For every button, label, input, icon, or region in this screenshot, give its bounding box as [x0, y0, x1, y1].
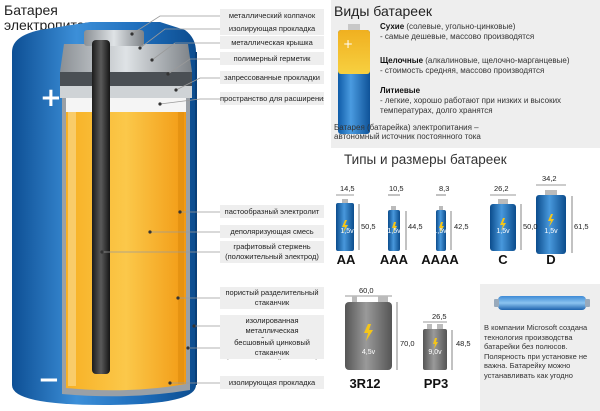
sizes-title: Типы и размеры батареек	[344, 152, 507, 167]
aaa-height-label: 44,5	[408, 222, 423, 231]
battery-size-icons	[336, 184, 573, 370]
aa-name: AA	[336, 252, 356, 267]
plus-sign: +	[40, 83, 62, 113]
callout-graphite-rod: графитовый стержень (положительный элект…	[225, 242, 319, 261]
3r12-width-label: 60,0	[359, 286, 374, 295]
callout-pressed-gaskets: запрессованные прокладки	[224, 73, 320, 82]
separator-layer	[68, 112, 76, 386]
lightning-icons	[342, 214, 554, 349]
svg-text:+: +	[343, 37, 353, 51]
d-voltage-label: 1,5v	[544, 228, 558, 235]
callout-porous-separator: пористый разделительный стаканчик	[225, 288, 319, 307]
microsoft-note-text: В компании Microsoft создана технология …	[484, 323, 588, 380]
d-width-label: 34,2	[542, 174, 557, 183]
c-height-label: 50,0	[523, 222, 538, 231]
electrolyte-paste	[66, 112, 186, 391]
battery-types-title: Виды батареек	[334, 3, 432, 19]
aa-voltage-label: 1,5v	[340, 228, 354, 235]
pp3-voltage-label: 9,0v	[428, 349, 442, 356]
pp3-width-label: 26,5	[432, 312, 447, 321]
sealing-gaskets	[60, 86, 192, 98]
expansion-space	[66, 98, 186, 112]
aa-width-label: 14,5	[340, 184, 355, 193]
callout-paste-electrolyte: пастообразный электролит	[224, 207, 320, 216]
aaa-name: AAA	[379, 252, 409, 267]
callout-insulating-gasket-top: изолирующая прокладка	[228, 24, 316, 33]
pp3-height-label: 48,5	[456, 339, 471, 348]
callout-metal-cap: металлический колпачок	[228, 11, 316, 20]
callout-depolarizing-mix: деполяризующая смесь	[230, 227, 314, 236]
3r12-name: 3R12	[349, 376, 381, 391]
aa-height-label: 50,5	[361, 222, 376, 231]
leader-lines	[102, 15, 220, 384]
aaa-width-label: 10,5	[389, 184, 404, 193]
callout-insulated-shell: изолированная металлическая оболочка	[245, 316, 299, 338]
c-width-label: 26,2	[494, 184, 509, 193]
c-voltage-label: 1,5v	[496, 228, 510, 235]
leader-dots	[100, 32, 196, 385]
generic-battery-icon: +	[338, 24, 370, 134]
c-name: C	[498, 252, 508, 267]
3r12-height-label: 70,0	[400, 339, 415, 348]
d-height-label: 61,5	[574, 222, 589, 231]
battery-cross-section-diagram: + −	[12, 9, 324, 405]
aaaa-width-label: 8,3	[439, 184, 450, 193]
pp3-name: PP3	[423, 376, 449, 391]
callout-metal-lid: металлическая крышка	[231, 38, 313, 47]
aaaa-voltage-label: 1,5v	[433, 228, 447, 235]
callout-zinc-cup: бесшовный цинковый стаканчик (отрицатель…	[226, 338, 318, 360]
battery-d-icon	[536, 190, 566, 254]
callout-polymer-sealant: полимерный герметик	[233, 54, 311, 63]
types-footer: Батарея (батарейка) электропитания – авт…	[334, 123, 481, 141]
aaaa-height-label: 42,5	[454, 222, 469, 231]
callout-insulating-gasket-bottom: изолирующая прокладка	[228, 378, 316, 387]
aaaa-name: AAAA	[421, 252, 459, 267]
graphite-rod	[92, 40, 110, 374]
callout-expansion-space: пространство для расширения	[220, 94, 324, 103]
metal-cap	[60, 44, 192, 72]
3r12-voltage-label: 4,5v	[361, 349, 376, 356]
battery-types-panel	[331, 0, 600, 148]
battery-pp3-icon	[423, 324, 447, 370]
d-name: D	[546, 252, 556, 267]
callout-boxes	[220, 9, 324, 389]
poleless-battery-icon	[494, 296, 590, 310]
type-alkaline: Щелочные (алкалиновые, щелочно-марганцев…	[380, 56, 570, 75]
minus-sign: −	[38, 365, 60, 395]
type-lithium: Литиевые - легкие, хорошо работают при н…	[380, 86, 562, 115]
aaa-voltage-label: 1,5v	[387, 228, 401, 235]
type-dry: Сухие (солевые, угольно-цинковые) - самы…	[380, 22, 535, 41]
